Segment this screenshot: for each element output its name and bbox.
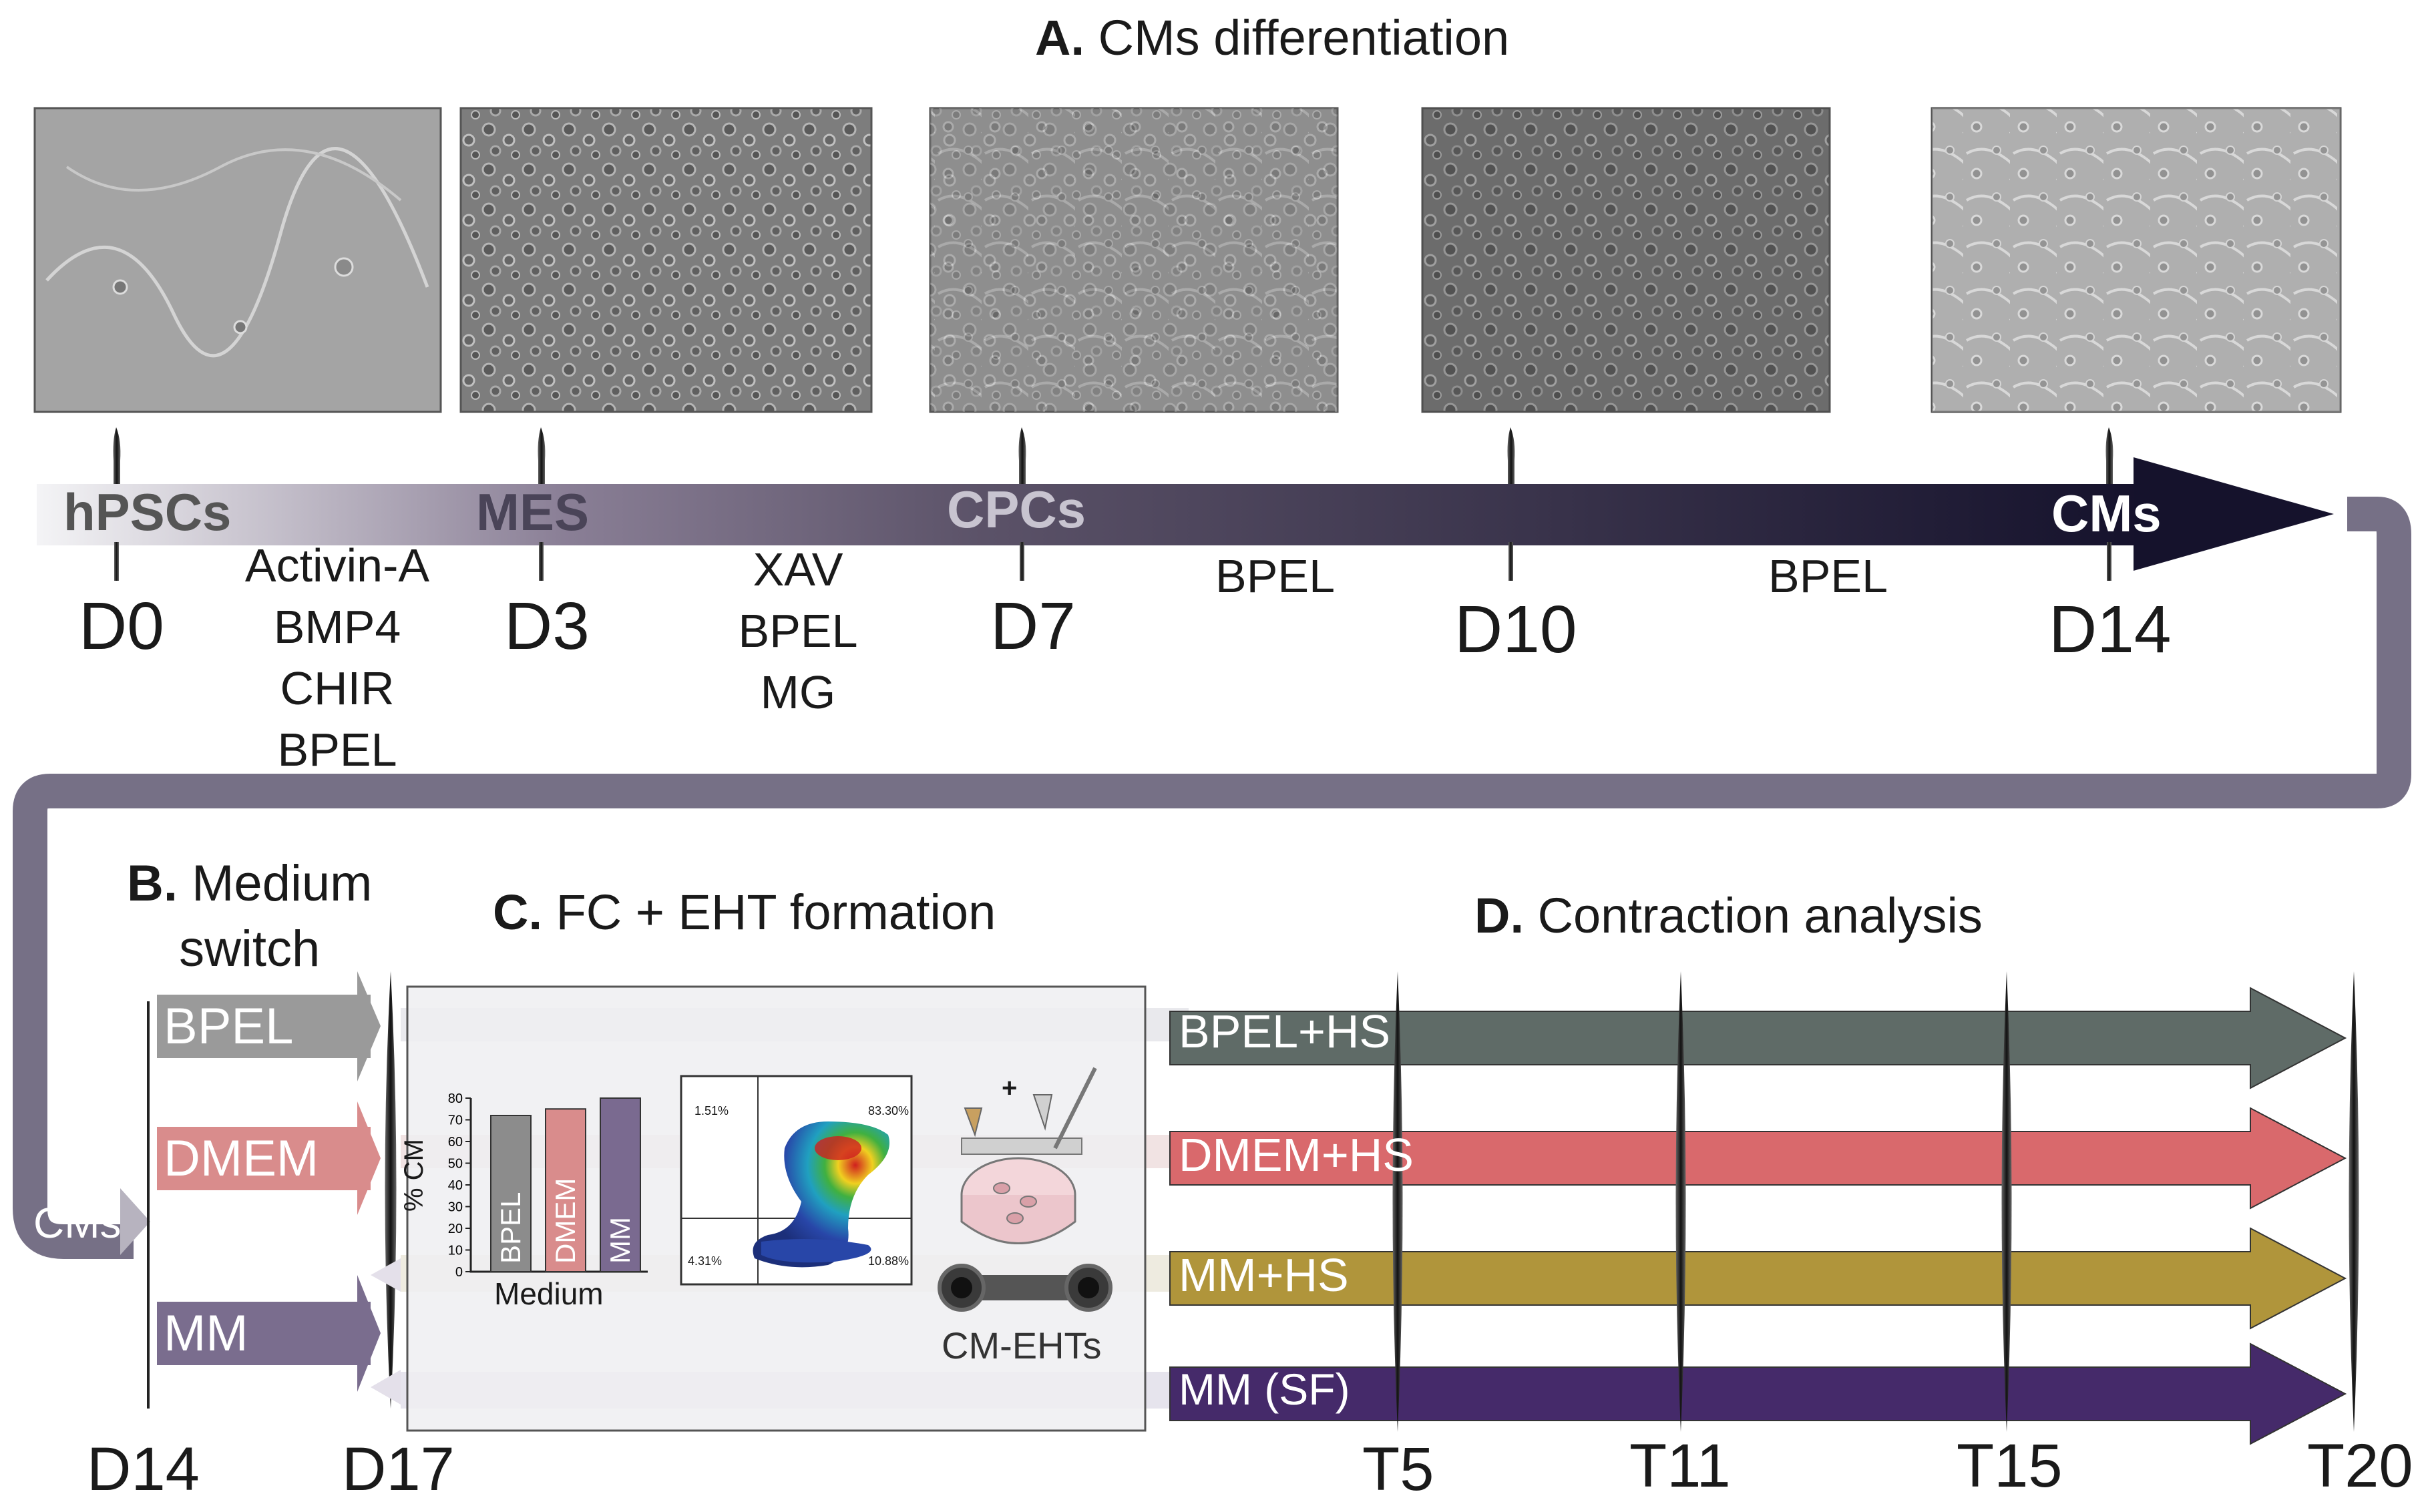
reagents-d3-d7: XAV BPEL MG bbox=[708, 546, 888, 730]
stage-label-mes: MES bbox=[476, 483, 590, 541]
bar-dmem bbox=[545, 1108, 586, 1272]
bar-mm bbox=[600, 1097, 641, 1272]
day-label-d0: D0 bbox=[79, 589, 164, 664]
reagent-bpel: BPEL bbox=[277, 724, 397, 776]
timepoint-label-t5: T5 bbox=[1362, 1435, 1434, 1503]
bar-chart-ytick-label: 80 bbox=[448, 1091, 463, 1106]
condition-label-mm-hs: MM+HS bbox=[1179, 1249, 1349, 1301]
section-a-title-text: CMs differentiation bbox=[1098, 10, 1510, 65]
day-label-d10: D10 bbox=[1454, 592, 1577, 667]
day-label-d3: D3 bbox=[504, 589, 590, 664]
bar-label-dmem: DMEM bbox=[550, 1178, 581, 1264]
bar-chart-ytick-label: 0 bbox=[455, 1265, 463, 1280]
reagent-d7-d10: BPEL bbox=[1215, 550, 1335, 602]
bar-label-bpel: BPEL bbox=[495, 1192, 526, 1264]
cms-arrow-head bbox=[120, 1188, 150, 1255]
condition-label-bpel-hs: BPEL+HS bbox=[1179, 1005, 1391, 1057]
reagent-bpel: BPEL bbox=[738, 605, 858, 657]
timepoint-label-t15: T15 bbox=[1957, 1432, 2063, 1500]
bar-chart-xlabel: Medium bbox=[494, 1276, 604, 1311]
reagent-d10-d14: BPEL bbox=[1768, 550, 1888, 602]
stage-label-cpcs: CPCs bbox=[947, 480, 1086, 539]
eht-label: CM-EHTs bbox=[942, 1324, 1102, 1366]
timepoint-label-t11: T11 bbox=[1629, 1432, 1731, 1500]
medium-label-dmem: DMEM bbox=[164, 1130, 319, 1187]
plus-sign: + bbox=[1002, 1073, 1018, 1103]
medium-label-mm: MM bbox=[164, 1305, 248, 1362]
section-b-title-line2: switch bbox=[179, 921, 321, 977]
section-d-letter: D. bbox=[1474, 888, 1524, 943]
reagent-mg: MG bbox=[760, 666, 836, 718]
section-d-title-text: Contraction analysis bbox=[1537, 888, 1983, 943]
microscopy-image-d14 bbox=[1931, 107, 2342, 413]
eht-device-illustration bbox=[960, 1067, 1097, 1244]
d17-marker bbox=[385, 971, 397, 1409]
day-label-d14: D14 bbox=[2049, 592, 2172, 667]
flow-q-top-right: 83.30% bbox=[868, 1104, 909, 1117]
bar-chart-ytick-label: 30 bbox=[448, 1200, 463, 1215]
section-c-letter: C. bbox=[493, 885, 542, 940]
stage-label-cms: CMs bbox=[2051, 484, 2162, 543]
bar-chart-ytick-label: 70 bbox=[448, 1113, 463, 1128]
bar-label-mm: MM bbox=[604, 1217, 636, 1264]
section-a-letter: A. bbox=[1035, 10, 1084, 65]
bar-chart-ytick-label: 10 bbox=[448, 1244, 463, 1258]
section-a-title: A. CMs differentiation bbox=[1035, 13, 1509, 63]
timeline-arrow-head bbox=[2134, 457, 2334, 571]
section-b-title: B. Medium switch bbox=[127, 851, 372, 982]
flow-q-bottom-left: 4.31% bbox=[688, 1254, 723, 1268]
day-label-b-d17: D17 bbox=[342, 1435, 455, 1503]
bar-chart-ytick-label: 50 bbox=[448, 1157, 463, 1172]
cm-eht-tissue bbox=[938, 1264, 1112, 1312]
reagent-xav: XAV bbox=[753, 543, 843, 595]
section-b-letter: B. bbox=[127, 855, 178, 912]
reagent-activin-a: Activin-A bbox=[244, 539, 430, 591]
timepoint-markers bbox=[1392, 971, 2359, 1432]
bar-chart-ytick-label: 40 bbox=[448, 1178, 463, 1193]
condition-arrow-3 bbox=[1169, 1342, 2347, 1445]
microscopy-images bbox=[33, 107, 2342, 413]
section-b-title-line1: Medium bbox=[192, 855, 373, 912]
reagent-bmp4: BMP4 bbox=[273, 601, 401, 653]
microscopy-image-d0 bbox=[33, 107, 442, 413]
bar-chart-ylabel: % CM bbox=[399, 1139, 429, 1212]
contraction-arrows bbox=[1169, 987, 2347, 1445]
bar-chart-ytick-label: 20 bbox=[448, 1222, 463, 1236]
section-c-title-text: FC + EHT formation bbox=[556, 885, 996, 940]
flow-contour bbox=[753, 1121, 889, 1268]
flow-q-bottom-right: 10.88% bbox=[868, 1254, 909, 1268]
condition-label-dmem-hs: DMEM+HS bbox=[1179, 1129, 1414, 1181]
section-d-title: D. Contraction analysis bbox=[1474, 891, 1983, 941]
medium-arrows bbox=[157, 971, 401, 1405]
timeline-connector bbox=[13, 497, 2411, 1259]
bar-chart-ytick-label: 60 bbox=[448, 1135, 463, 1150]
reagents-d0-d3: Activin-A BMP4 CHIR BPEL bbox=[230, 542, 444, 788]
stage-label-hpscs: hPSCs bbox=[63, 483, 232, 541]
flow-q-top-left: 1.51% bbox=[694, 1104, 729, 1117]
day-label-b-d14: D14 bbox=[87, 1435, 200, 1503]
timeline-bar bbox=[37, 484, 2140, 545]
condition-arrow-2 bbox=[1169, 1227, 2347, 1330]
timepoint-label-t20: T20 bbox=[2307, 1432, 2413, 1500]
microscopy-image-d10 bbox=[1421, 107, 1831, 413]
flow-cytometry-plot bbox=[680, 1075, 913, 1286]
condition-arrow-0 bbox=[1169, 987, 2347, 1089]
condition-label-mm-sf: MM (SF) bbox=[1179, 1364, 1350, 1414]
condition-arrow-1 bbox=[1169, 1107, 2347, 1210]
reagent-chir: CHIR bbox=[280, 662, 395, 714]
day-label-d7: D7 bbox=[990, 589, 1076, 664]
bar-bpel bbox=[490, 1115, 532, 1272]
cms-start-label: CMs bbox=[33, 1199, 122, 1247]
microscopy-image-d3 bbox=[459, 107, 873, 413]
section-c-title: C. FC + EHT formation bbox=[493, 888, 996, 937]
timeline-markers bbox=[113, 427, 2113, 581]
medium-label-bpel: BPEL bbox=[164, 998, 294, 1055]
